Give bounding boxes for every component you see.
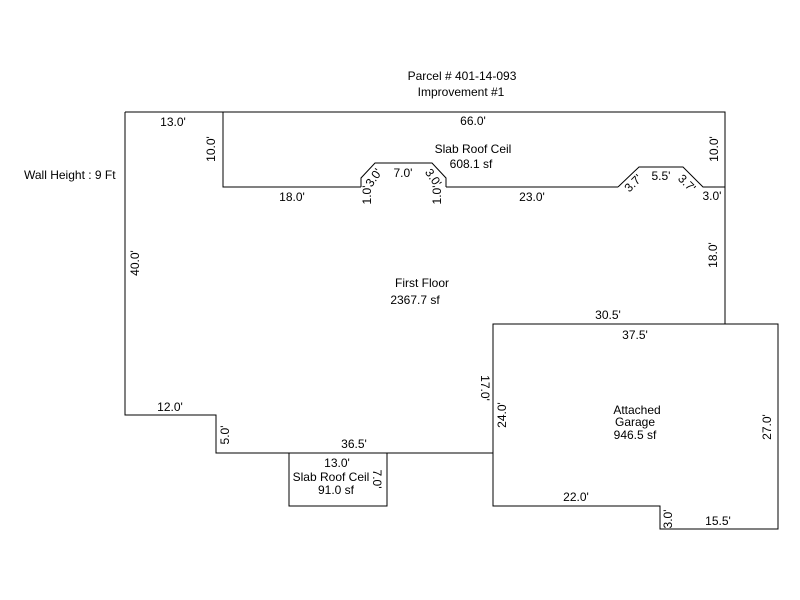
dim-label: 18.0' [279,190,305,204]
first-floor-name: First Floor [395,276,449,290]
slab-roof-top-boundary [222,112,361,188]
dim-label: 18.0' [706,242,720,268]
dim-label: 1.0' [430,186,444,205]
dim-label: 3.7' [622,172,645,195]
dim-label: 5.5' [652,169,671,183]
dim-label: 7.0' [370,470,384,489]
slab-roof-top-size: 608.1 sf [450,157,493,171]
dim-label: 12.0' [157,400,183,414]
parcel-number: Parcel # 401-14-093 [408,69,517,83]
dim-label: 27.0' [760,414,774,440]
dim-label: 17.0' [478,375,492,401]
dim-label: 66.0' [460,114,486,128]
dim-label: 40.0' [128,250,142,276]
improvement-label: Improvement #1 [418,85,505,99]
dim-label: 3.0' [703,189,722,203]
dim-label: 10.0' [204,136,218,162]
wall-height-label: Wall Height : 9 Ft [24,168,116,182]
slab-roof-top-notch-left [360,162,447,187]
dim-label: 30.5' [595,308,621,322]
garage-name-line1: Attached [613,403,660,417]
dim-label: 7.0' [394,166,413,180]
slab-roof-small-name: Slab Roof Ceil [293,470,370,484]
dim-label: 23.0' [519,190,545,204]
dim-label: 5.0' [218,426,232,445]
dim-label: 3.0' [661,510,675,529]
dim-label: 22.0' [563,490,589,504]
dim-label: 13.0' [324,456,350,470]
garage-size: 946.5 sf [614,428,657,442]
first-floor-outline [124,111,726,454]
first-floor-size: 2367.7 sf [390,293,440,307]
dim-label: 24.0' [495,402,509,428]
slab-roof-top-notch-right [617,166,725,188]
dim-label: 15.5' [705,514,731,528]
slab-roof-small-outline [288,452,388,507]
dim-label: 1.0' [360,186,374,205]
garage-name-line2: Garage [615,415,655,429]
dim-label: 13.0' [160,115,186,129]
dim-label: 37.5' [622,328,648,342]
slab-roof-small-size: 91.0 sf [318,483,355,497]
dim-label: 3.7' [675,172,698,195]
dim-label: 36.5' [341,437,367,451]
garage-outline [492,323,779,530]
dim-label: 10.0' [707,136,721,162]
slab-roof-top-name: Slab Roof Ceil [435,142,512,156]
